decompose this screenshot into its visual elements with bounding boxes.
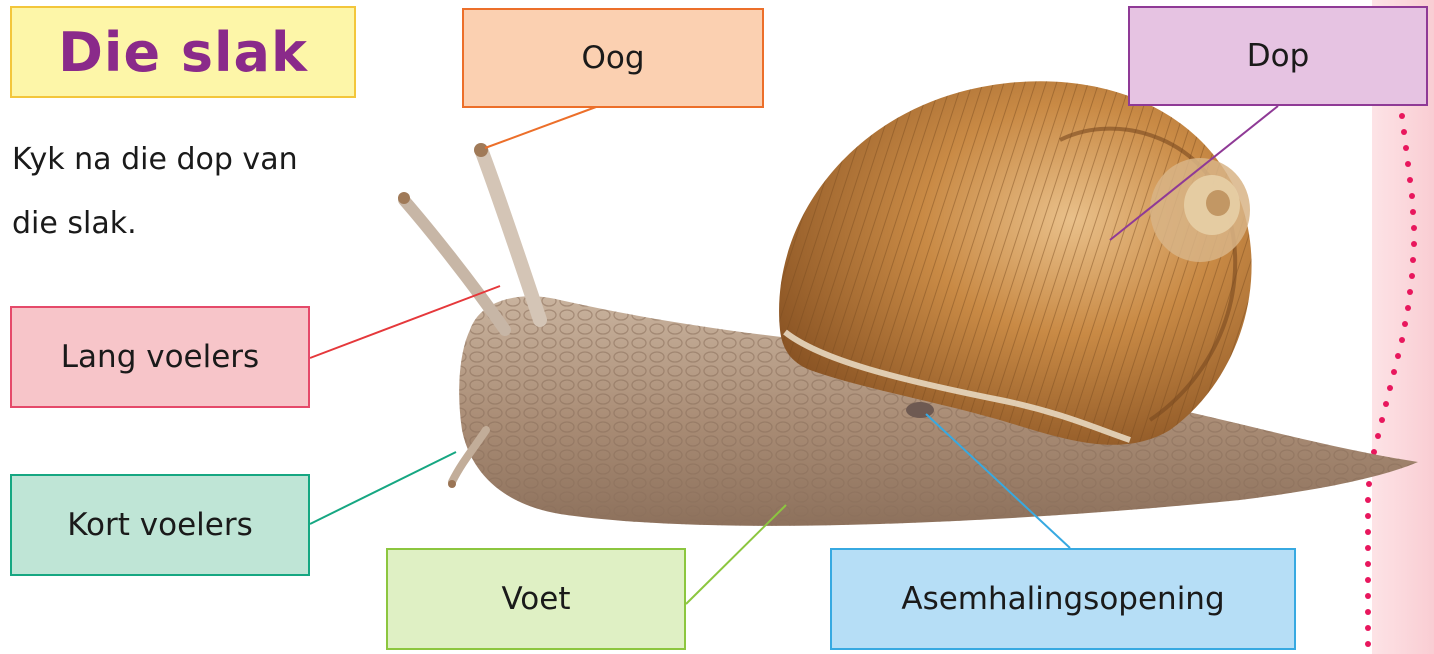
label-kort-voelers: Kort voelers bbox=[10, 474, 310, 576]
long-tentacle-front bbox=[482, 152, 540, 320]
kort-voelers-leader bbox=[310, 452, 456, 524]
label-voet: Voet bbox=[386, 548, 686, 650]
label-lang-voelers: Lang voelers bbox=[10, 306, 310, 408]
eye-left bbox=[398, 192, 410, 204]
label-asemhalingsopening: Asemhalingsopening bbox=[830, 548, 1296, 650]
eye-right bbox=[474, 143, 488, 157]
oog-leader bbox=[485, 107, 596, 148]
label-oog: Oog bbox=[462, 8, 764, 108]
long-tentacle-back bbox=[404, 200, 505, 330]
label-dop: Dop bbox=[1128, 6, 1428, 106]
breathing-hole bbox=[906, 402, 934, 418]
